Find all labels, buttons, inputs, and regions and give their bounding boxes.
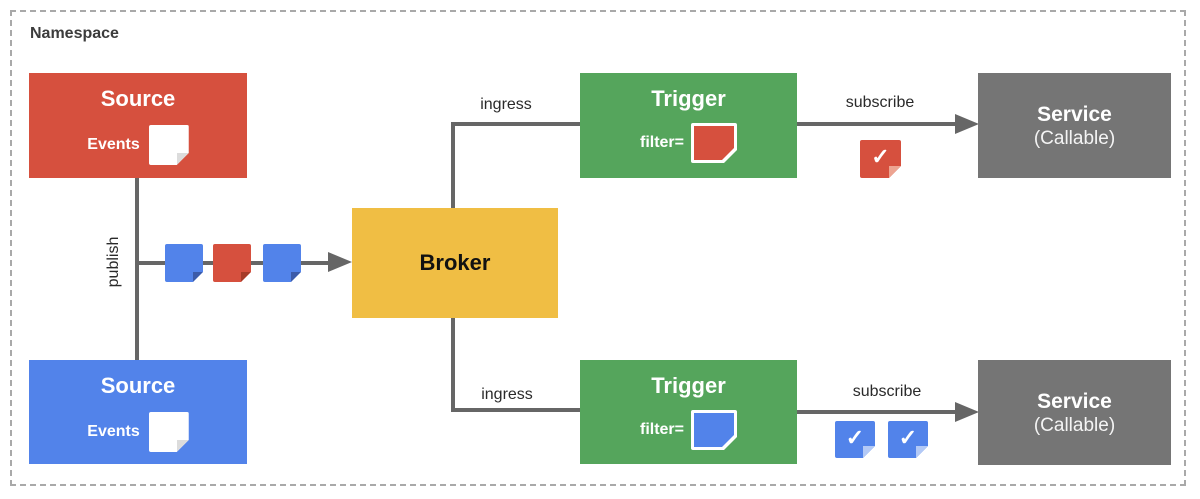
publish-label: publish bbox=[105, 236, 122, 288]
events-label: Events bbox=[87, 423, 140, 440]
check-icon: ✓ bbox=[898, 424, 918, 450]
events-note-icon bbox=[149, 412, 189, 452]
source-node-bottom: Source Events bbox=[29, 360, 247, 464]
broker-node: Broker bbox=[352, 208, 558, 318]
subscribe-top-arrowhead-icon bbox=[955, 114, 979, 134]
filter-note-red-icon bbox=[691, 123, 737, 163]
service-node-top: Service (Callable) bbox=[978, 73, 1171, 178]
filter-note-fill bbox=[694, 126, 734, 160]
events-label: Events bbox=[87, 136, 140, 153]
trigger-filter-row: filter= bbox=[640, 123, 737, 163]
service-node-bottom: Service (Callable) bbox=[978, 360, 1171, 465]
ingress-bottom-edge-horizontal bbox=[451, 408, 580, 412]
note-fold-icon bbox=[193, 272, 203, 282]
event-note-red-icon bbox=[213, 244, 251, 282]
trigger-title: Trigger bbox=[651, 86, 726, 111]
subscribe-top-edge-line bbox=[797, 122, 957, 126]
ingress-top-edge-horizontal bbox=[451, 122, 580, 126]
source-events-row: Events bbox=[87, 412, 188, 452]
trigger-node-top: Trigger filter= bbox=[580, 73, 797, 178]
source-title: Source bbox=[100, 86, 176, 111]
ingress-bottom-label: ingress bbox=[481, 386, 533, 403]
service-subtitle: (Callable) bbox=[1033, 414, 1116, 436]
trigger-filter-row: filter= bbox=[640, 410, 737, 450]
event-note-blue-icon bbox=[263, 244, 301, 282]
filter-label: filter= bbox=[639, 134, 684, 151]
filter-note-fill bbox=[694, 413, 734, 447]
check-note-red-icon: ✓ bbox=[860, 140, 901, 178]
source-title: Source bbox=[100, 373, 176, 398]
service-subtitle: (Callable) bbox=[1033, 127, 1116, 149]
source-events-row: Events bbox=[87, 125, 188, 165]
trigger-node-bottom: Trigger filter= bbox=[580, 360, 797, 464]
check-icon: ✓ bbox=[871, 144, 890, 169]
note-fold-icon bbox=[241, 272, 251, 282]
subscribe-top-label: subscribe bbox=[845, 94, 915, 111]
note-fold-icon bbox=[177, 153, 189, 165]
namespace-label: Namespace bbox=[30, 25, 119, 42]
ingress-bottom-edge-vertical bbox=[451, 318, 455, 412]
namespace-boundary bbox=[10, 10, 1186, 486]
event-flow-arrowhead-icon bbox=[328, 252, 352, 272]
ingress-top-edge-vertical bbox=[451, 122, 455, 208]
service-title: Service bbox=[1037, 389, 1112, 413]
subscribe-bottom-edge-line bbox=[797, 410, 957, 414]
subscribe-bottom-arrowhead-icon bbox=[955, 402, 979, 422]
events-note-icon bbox=[149, 125, 189, 165]
subscribe-bottom-label: subscribe bbox=[852, 383, 922, 400]
publish-edge-line bbox=[135, 178, 139, 360]
filter-note-blue-icon bbox=[691, 410, 737, 450]
ingress-top-label: ingress bbox=[480, 96, 532, 113]
check-note-blue-icon: ✓ bbox=[888, 421, 928, 458]
source-node-top: Source Events bbox=[29, 73, 247, 178]
trigger-title: Trigger bbox=[651, 373, 726, 398]
broker-title: Broker bbox=[419, 250, 491, 275]
service-title: Service bbox=[1037, 102, 1112, 126]
note-fold-icon bbox=[291, 272, 301, 282]
filter-label: filter= bbox=[639, 421, 684, 438]
check-icon: ✓ bbox=[845, 424, 865, 450]
event-note-blue-icon bbox=[165, 244, 203, 282]
note-fold-icon bbox=[177, 440, 189, 452]
